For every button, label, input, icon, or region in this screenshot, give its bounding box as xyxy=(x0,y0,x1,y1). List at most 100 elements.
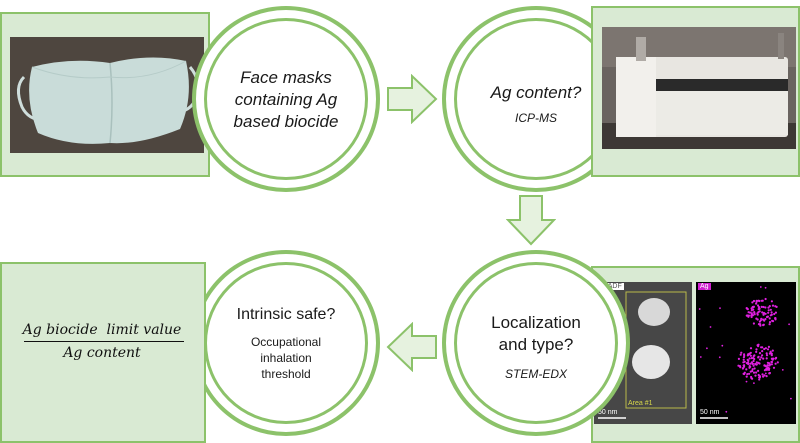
edx-particle-dot xyxy=(765,352,768,355)
edx-particle-dot xyxy=(766,348,770,351)
edx-particle-dot xyxy=(740,351,743,354)
edx-particle-dot xyxy=(760,346,763,349)
edx-particle-dot xyxy=(754,374,757,377)
edx-particle-dot xyxy=(764,312,767,315)
edx-particle-dot xyxy=(757,373,760,377)
edx-particle-dot xyxy=(757,311,760,314)
face-mask-photo xyxy=(10,37,204,153)
step-circle-localization: Localization and type? STEM-EDX xyxy=(442,250,630,436)
edx-particle-dot xyxy=(774,362,777,365)
edx-particle-dot xyxy=(737,357,740,360)
edx-particle-dot xyxy=(768,317,771,320)
edx-particle-dot xyxy=(751,301,754,304)
edx-particle-dot xyxy=(760,356,763,359)
edx-particle-dot xyxy=(755,300,758,302)
step2-method: ICP-MS xyxy=(515,111,557,125)
edx-particle-dot xyxy=(745,375,748,378)
edx-particle-dot xyxy=(742,358,745,361)
edx-particle-dot xyxy=(746,373,749,376)
step1-line-1: Face masks xyxy=(240,68,332,87)
edx-particle-dot xyxy=(749,362,752,365)
edx-particle-dot xyxy=(763,369,766,372)
edx-particle-dot xyxy=(764,318,767,321)
edx-particle-dot xyxy=(758,362,761,365)
formula-numerator: Ag biocide limit value xyxy=(22,322,182,338)
edx-particle-dot xyxy=(753,357,756,361)
edx-particle-dot xyxy=(748,365,751,368)
edx-particle-dot xyxy=(759,319,762,322)
edx-particle-dot xyxy=(749,354,752,357)
step4-question: Intrinsic safe? xyxy=(236,306,336,323)
edx-particle-dot xyxy=(755,302,758,305)
edx-particle-dot xyxy=(749,347,753,350)
edx-particle-dot xyxy=(757,369,760,372)
edx-particle-dot xyxy=(743,365,746,368)
edx-particle-dot xyxy=(725,410,728,413)
edx-particle-dot xyxy=(752,322,755,325)
edx-particle-dot xyxy=(764,286,767,289)
edx-particle-dot xyxy=(773,312,776,316)
edx-particle-dot xyxy=(760,305,763,308)
step1-line-2: containing Ag xyxy=(234,90,338,109)
edx-particle-dot xyxy=(764,297,767,301)
edx-particle-dot xyxy=(738,365,742,368)
edx-particle-dot xyxy=(768,372,771,375)
step2-question: Ag content? xyxy=(490,83,582,102)
edx-particle-dot xyxy=(751,305,754,309)
edx-particle-dot xyxy=(769,314,772,317)
icpms-instrument-image xyxy=(602,27,796,149)
edx-particle-dot xyxy=(743,354,746,357)
step4-detail-line-1: Occupational xyxy=(250,335,322,349)
edx-particle-dot xyxy=(765,367,768,370)
edx-particle-dot xyxy=(750,375,753,379)
edx-particle-dot xyxy=(765,315,769,319)
edx-particle-dot xyxy=(770,311,773,314)
edx-particle-dot xyxy=(772,357,775,360)
edx-particle-dot xyxy=(739,353,742,356)
edx-particle-dot xyxy=(743,371,746,374)
edx-particle-dot xyxy=(771,320,775,323)
edx-particle-dot xyxy=(774,305,777,308)
edx-particle-dot xyxy=(769,308,772,311)
edx-particle-dot xyxy=(771,304,775,307)
edx-particle-dot xyxy=(750,309,753,312)
edx-particle-dot xyxy=(758,376,761,379)
step4-detail-line-3: threshold xyxy=(261,367,311,381)
edx-particle-dot xyxy=(753,312,756,315)
edx-particle-dot xyxy=(762,323,765,326)
edx-particle-dot xyxy=(745,368,748,371)
edx-particle-dot xyxy=(758,378,761,381)
edx-particle-dot xyxy=(750,361,753,364)
edx-particle-dot xyxy=(753,354,756,357)
edx-particle-dot xyxy=(765,354,769,357)
edx-particle-dot xyxy=(757,306,761,309)
edx-scale-label: 50 nm xyxy=(700,409,720,416)
arrow-right-icon xyxy=(387,74,438,124)
edx-particle-dot xyxy=(762,357,765,360)
edx-particle-dot xyxy=(748,366,751,369)
edx-ag-map-image xyxy=(696,282,796,424)
edx-particle-dot xyxy=(750,312,753,315)
edx-particle-dot xyxy=(790,397,792,400)
edx-particle-dot xyxy=(757,355,760,358)
arrow-down-icon xyxy=(506,195,556,246)
step-circle-intrinsic-safe: Intrinsic safe? Occupational inhalation … xyxy=(192,250,380,436)
face-mask-image xyxy=(10,37,204,153)
step-circle-face-masks: Face masks containing Ag based biocide xyxy=(192,6,380,192)
step3-method: STEM-EDX xyxy=(504,367,567,381)
edx-particle-dot xyxy=(767,309,770,312)
edx-particle-dot xyxy=(756,313,759,316)
edx-particle-dot xyxy=(752,299,756,303)
edx-particle-dot xyxy=(755,350,758,353)
edx-particle-dot xyxy=(768,364,771,367)
edx-particle-dot xyxy=(762,318,765,321)
edx-particle-dot xyxy=(763,347,766,351)
edx-particle-dot xyxy=(719,307,721,309)
edx-particle-dot xyxy=(699,356,702,358)
edx-particle-dot xyxy=(742,361,745,364)
edx-particle-dot xyxy=(765,357,768,360)
edx-particle-dot xyxy=(748,372,751,375)
edx-particle-dot xyxy=(753,367,756,370)
edx-particle-dot xyxy=(755,371,758,374)
edx-particle-dot xyxy=(752,371,756,374)
